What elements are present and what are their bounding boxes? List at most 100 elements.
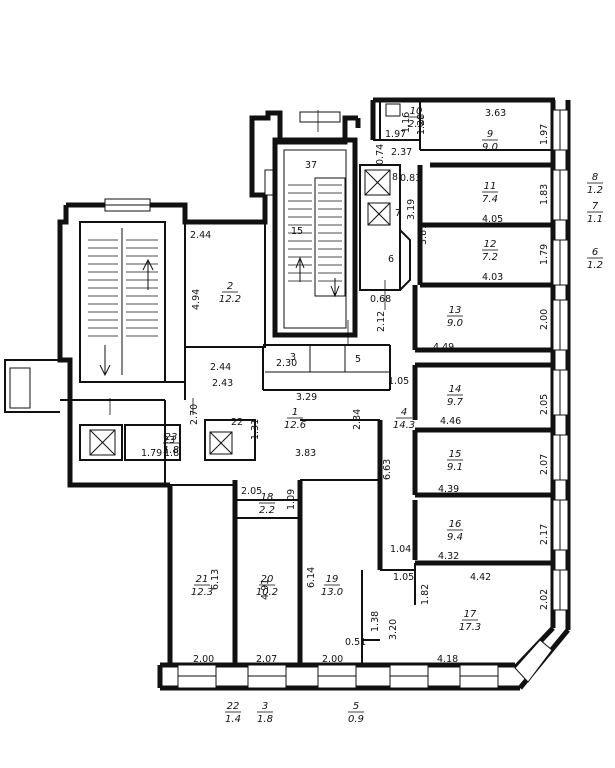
room-number: 16 — [449, 519, 462, 530]
room-label-12: 127.2 — [482, 239, 498, 263]
room-label-18: 182.2 — [259, 492, 275, 516]
dim-1-83: 1.83 — [539, 184, 550, 205]
dim-1-04: 1.04 — [390, 544, 411, 555]
dim-0-83: 0.83 — [400, 173, 421, 184]
dim-4-49: 4.49 — [433, 342, 454, 353]
room-number: 14 — [449, 384, 462, 395]
room-label-6: 61.2 — [587, 247, 603, 271]
dim-1-82: 1.82 — [420, 584, 431, 605]
dim-4-39: 4.39 — [438, 484, 459, 495]
dim-3-87: 3.87 — [418, 224, 429, 245]
dim-6-63: 6.63 — [382, 459, 393, 480]
dim-1-79: 1.79 — [539, 244, 550, 265]
dim-3-29: 3.29 — [296, 392, 317, 403]
dim-1-97a: 1.97 — [385, 129, 406, 140]
room-label-15: 159.1 — [447, 449, 463, 473]
dim-0-51: 0.51 — [345, 637, 366, 648]
room-number: 5 — [353, 701, 359, 712]
dim-4-91: 4.91 — [260, 579, 271, 600]
room-label-17: 17 17.3 — [459, 609, 481, 633]
dim-4-03: 4.03 — [482, 272, 503, 283]
room-number: 12 — [484, 239, 497, 250]
dim-2-05a: 2.05 — [539, 394, 550, 415]
room-label-11: 117.4 — [482, 181, 498, 205]
dim-0-68: 0.68 — [370, 294, 391, 305]
room-number: 10 — [410, 106, 423, 117]
dim-2-44a: 2.44 — [190, 230, 211, 241]
room-area: 1.8 — [163, 445, 179, 456]
room-label-4: 414.3 — [393, 407, 415, 431]
dim-1-05b: 1.05 — [393, 572, 414, 583]
dim-2-05b: 2.05 — [241, 486, 262, 497]
dim-6-13: 6.13 — [210, 569, 221, 590]
room-label-22: 221.4 — [225, 701, 241, 725]
label-7: 7 — [395, 208, 401, 219]
dim-4-46: 4.46 — [440, 416, 461, 427]
room-area: 17.3 — [459, 622, 481, 633]
room-area: 1.2 — [587, 260, 603, 271]
right-windows — [552, 109, 569, 611]
room-area: 12.2 — [219, 294, 241, 305]
room-area: 1.2 — [587, 185, 603, 196]
center-stairwell — [272, 137, 358, 338]
dim-1-8: 1.8 — [164, 448, 179, 459]
interior-walls — [60, 99, 553, 665]
label-22: 22 — [231, 417, 243, 428]
dim-1-16: 1.16 — [401, 112, 412, 133]
label-5: 5 — [355, 354, 361, 365]
room-area: 13.0 — [321, 587, 343, 598]
room-area: 9.0 — [482, 142, 498, 153]
room-label-16: 169.4 — [447, 519, 463, 543]
room-label-2: 212.2 — [219, 281, 241, 305]
room-label-5: 50.9 — [348, 701, 364, 725]
dim-6-14: 6.14 — [306, 567, 317, 588]
dim-2-00a: 2.00 — [539, 309, 550, 330]
dim-1-38: 1.38 — [370, 611, 381, 632]
dim-4-42: 4.42 — [470, 572, 491, 583]
dim-3-63: 3.63 — [485, 108, 506, 119]
dim-2-17: 2.17 — [539, 524, 550, 545]
bottom-windows — [177, 639, 553, 689]
room-area: 14.3 — [393, 420, 415, 431]
dim-2-70: 2.70 — [189, 404, 200, 425]
room-area: 7.4 — [482, 194, 498, 205]
room-label-14: 149.7 — [447, 384, 464, 408]
label-3: 3 — [290, 352, 296, 363]
room-number: 17 — [464, 609, 477, 620]
label-37: 37 — [305, 160, 317, 171]
label-6: 6 — [388, 254, 394, 265]
dim-2-00c: 2.00 — [322, 654, 343, 665]
room-number: 7 — [592, 201, 599, 212]
axis-marks — [109, 110, 386, 415]
room-label-23: 231.8 — [163, 432, 179, 456]
dim-4-32: 4.32 — [438, 551, 459, 562]
room-area: 10.2 — [256, 587, 278, 598]
label-23: 23 — [163, 435, 175, 446]
label-8: 8 — [392, 172, 398, 183]
room-number: 3 — [262, 701, 268, 712]
dim-4-94: 4.94 — [191, 289, 202, 310]
dim-3-19: 3.19 — [406, 199, 417, 220]
dim-2-44b: 2.44 — [210, 362, 231, 373]
room-label-3: 31.8 — [257, 701, 273, 725]
room-area: 1.1 — [587, 214, 603, 225]
dim-2-00b: 2.00 — [193, 654, 214, 665]
room-number: 6 — [592, 247, 598, 258]
dim-3-83: 3.83 — [295, 448, 316, 459]
room-area: 2.2 — [259, 505, 275, 516]
room-label-19: 19 13.0 — [321, 574, 343, 598]
room-number: 11 — [484, 181, 497, 192]
dim-2-07a: 2.07 — [539, 454, 550, 475]
room-label-1: 112.6 — [284, 407, 306, 431]
room-number: 19 — [326, 574, 339, 585]
room-number: 15 — [449, 449, 462, 460]
room-number: 22 — [227, 701, 240, 712]
room-number: 18 — [261, 492, 274, 503]
room-area: 9.4 — [447, 532, 463, 543]
room-label-9: 99.0 — [482, 129, 498, 153]
room-area: 0.9 — [348, 714, 364, 725]
dim-4-18: 4.18 — [437, 654, 458, 665]
